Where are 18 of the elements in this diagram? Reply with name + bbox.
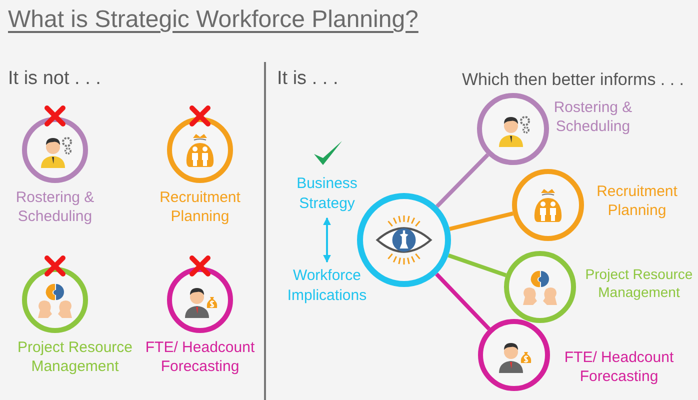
node-label: Rostering & Scheduling [552,99,634,136]
connector-line [435,272,491,330]
double-arrow [323,217,331,263]
connector-line [436,153,490,208]
node-label: Project Resource Management [584,266,694,301]
node-label: Recruitment Planning [158,189,242,226]
section-heading: Which then better informs . . . [462,70,684,90]
section-heading: It is . . . [277,68,338,90]
node-label: Recruitment Planning [596,183,678,220]
strategy-text: Business Strategy [282,174,372,213]
section-heading: It is not . . . [8,68,101,90]
node-label: Project Resource Management [16,339,134,376]
page-title: What is Strategic Workforce Planning? [8,6,418,34]
connector-line [449,212,514,231]
connector-line [448,253,507,278]
strategy-text: Workforce Implications [277,266,377,305]
node-label: FTE/ Headcount Forecasting [563,349,675,386]
node-label: Rostering & Scheduling [14,189,96,226]
